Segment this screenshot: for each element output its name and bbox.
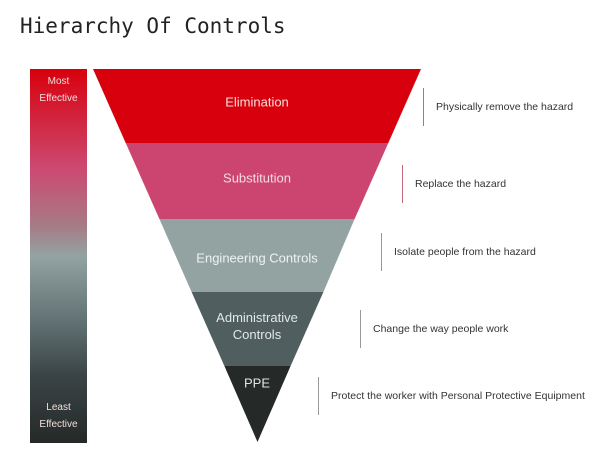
least-effective-label: Least Effective: [39, 402, 78, 430]
level-description: Physically remove the hazard: [423, 88, 573, 126]
level-label: Administrative Controls: [216, 310, 298, 342]
band-engineering: [159, 219, 355, 292]
level-description: Isolate people from the hazard: [381, 233, 536, 271]
level-label: Substitution: [223, 170, 291, 186]
level-label: Engineering Controls: [196, 250, 318, 266]
band-administrative: [191, 292, 324, 366]
level-description: Protect the worker with Personal Protect…: [318, 377, 585, 415]
band-ppe: [224, 366, 291, 442]
level-label: PPE: [243, 375, 271, 391]
level-label: Elimination: [225, 94, 289, 110]
level-description: Replace the hazard: [402, 165, 506, 203]
page-title: Hierarchy Of Controls: [20, 14, 286, 38]
most-effective-label: Most Effective: [39, 76, 78, 104]
level-description: Change the way people work: [360, 310, 508, 348]
band-elimination: [93, 69, 421, 143]
band-substitution: [125, 143, 389, 219]
effectiveness-gradient-bar: Most Effective Least Effective: [30, 69, 87, 443]
